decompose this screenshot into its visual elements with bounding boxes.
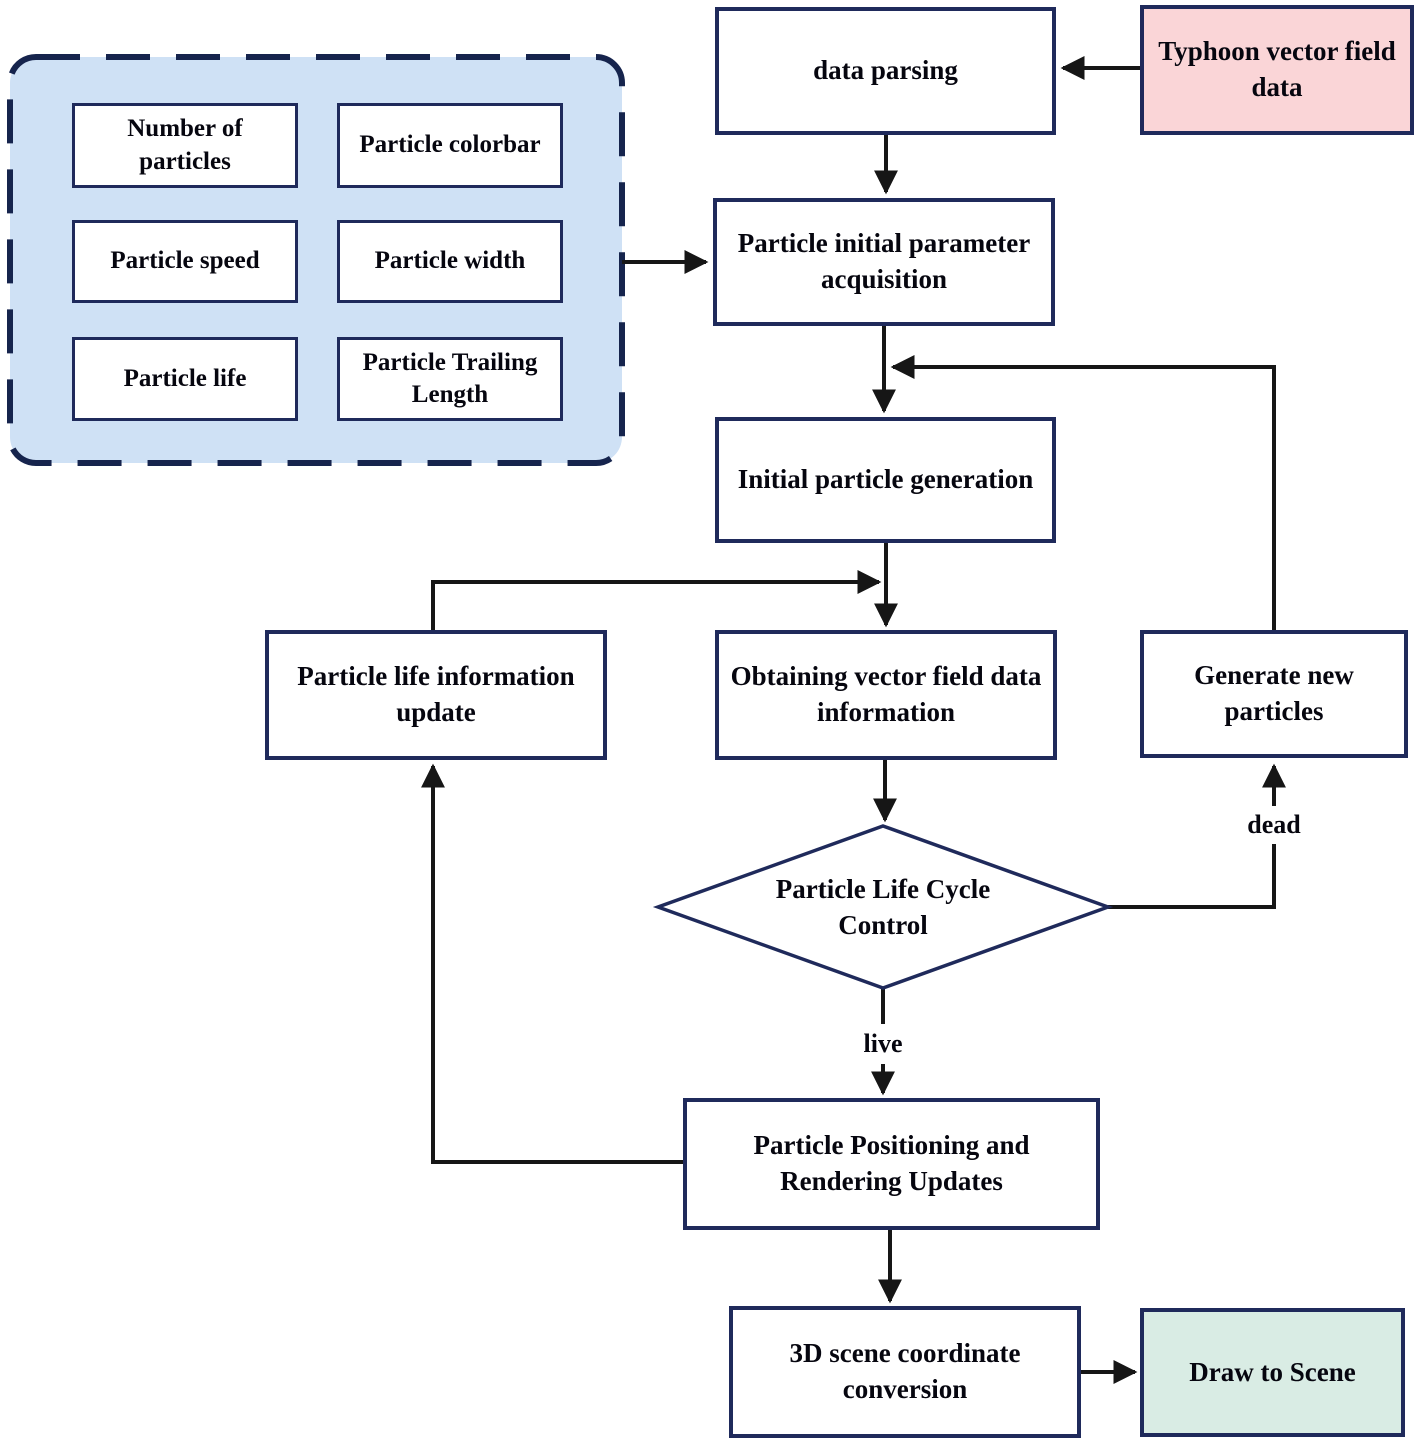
edge-label-dead: dead [1232,806,1316,844]
node-label: Obtaining vector field data information [730,661,1042,727]
edge-life-update-feedback [431,570,882,632]
panel-item-label: Particle life [123,364,247,392]
panel-item-particle-life: Particle life [72,337,298,421]
node-generate-new-particles: Generate new particles [1140,630,1408,758]
edge-label-text: live [863,1029,903,1058]
panel-item-particle-width: Particle width [337,220,563,303]
node-label: data parsing [813,55,958,86]
node-label: Generate new particles [1194,660,1354,726]
node-label: Particle Positioning and Rendering Updat… [753,1130,1030,1196]
panel-item-particle-trailing-length: Particle Trailing Length [337,337,563,421]
node-obtaining-vector-field-data-information: Obtaining vector field data information [715,630,1057,760]
decision-particle-life-cycle-control [652,824,1114,990]
panel-item-label: Particle width [374,247,526,275]
edge-positioning-to-life-update [421,763,683,1164]
panel-item-label: Particle speed [110,247,260,275]
node-label: Initial particle generation [737,464,1034,495]
edge-label-live: live [841,1024,925,1064]
node-typhoon-vector-field-data: Typhoon vector field data [1140,5,1414,135]
node-particle-positioning-and-rendering-updates: Particle Positioning and Rendering Updat… [683,1098,1100,1230]
panel-item-number-of-particles: Number of particles [72,103,298,188]
edge-label-text: dead [1247,810,1301,839]
node-initial-particle-generation: Initial particle generation [715,417,1056,543]
panel-item-label: Particle colorbar [359,131,541,159]
panel-item-label: Particle Trailing Length [362,348,538,409]
panel-item-label: Number of particles [127,115,243,175]
decision-label-particle-life-cycle-control: Particle Life Cycle Control [733,845,1033,969]
panel-item-particle-speed: Particle speed [72,220,298,303]
node-label: Particle Life Cycle Control [775,873,991,940]
node-particle-life-information-update: Particle life information update [265,630,607,760]
node-label: Typhoon vector field data [1158,36,1396,102]
edge-generate-new-feedback [890,355,1276,630]
node-label: Particle initial parameter acquisition [737,228,1031,294]
node-particle-initial-parameter-acquisition: Particle initial parameter acquisition [713,198,1055,326]
panel-item-particle-colorbar: Particle colorbar [337,103,563,188]
node-label: Particle life information update [297,661,575,727]
node-label: Draw to Scene [1189,1356,1356,1387]
node-3d-scene-coordinate-conversion: 3D scene coordinate conversion [729,1306,1081,1438]
node-label: 3D scene coordinate conversion [789,1338,1021,1404]
node-draw-to-scene: Draw to Scene [1140,1308,1405,1437]
node-data-parsing: data parsing [715,7,1056,135]
